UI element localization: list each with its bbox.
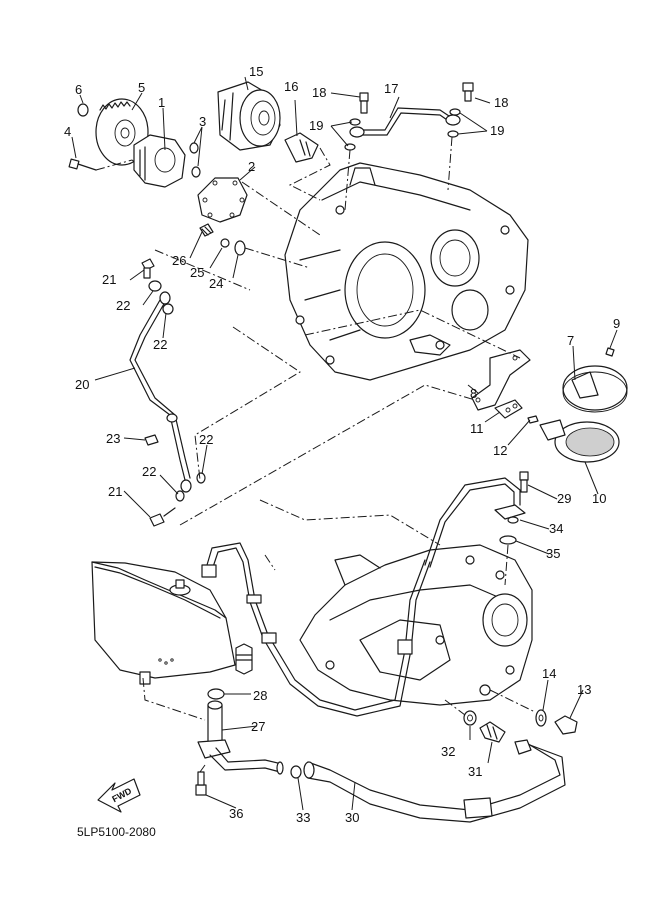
upper-crankcase [284,162,529,381]
callout-5: 5 [138,80,145,95]
callout-10: 10 [592,491,606,506]
callout-29: 29 [557,491,571,506]
oil-hose-30 [303,739,566,823]
callout-25: 25 [190,265,204,280]
lower-crankcase [299,544,533,706]
relief-valve-parts [199,223,246,256]
callout-4: 4 [64,124,71,139]
callout-13: 13 [577,682,591,697]
callout-labels: 1 2 3 4 5 6 7 8 9 10 11 12 13 14 15 16 1… [64,64,620,825]
oil-pump-group [68,98,201,188]
pipe-34-group [424,471,529,568]
diagram-code: 5LP5100-2080 [77,825,156,839]
callout-8: 8 [470,386,477,401]
pipe-joint-27-group [195,688,302,796]
oil-pipe-20-group [129,258,206,527]
callout-12: 12 [493,443,507,458]
callout-27: 27 [251,719,265,734]
callout-35: 35 [546,546,560,561]
callout-21-top: 21 [102,272,116,287]
callout-19-right: 19 [490,123,504,138]
callout-22-b: 22 [153,337,167,352]
callout-7: 7 [567,333,574,348]
callout-34: 34 [549,521,563,536]
callout-22-c: 22 [199,432,213,447]
callout-1: 1 [158,95,165,110]
circlip [77,103,89,117]
callout-32: 32 [441,744,455,759]
oil-pipe-17-group [344,82,474,151]
callout-9: 9 [613,316,620,331]
callout-14: 14 [542,666,556,681]
callout-2: 2 [248,159,255,174]
oil-filter [217,81,281,151]
tank-hose [201,542,431,717]
union-bolt-16 [284,132,319,163]
callout-18-left: 18 [312,85,326,100]
callout-33: 33 [296,810,310,825]
callout-17: 17 [384,81,398,96]
callout-22-a: 22 [116,298,130,313]
callout-36: 36 [229,806,243,821]
callout-18-right: 18 [494,95,508,110]
callout-11: 11 [470,421,484,436]
callout-23: 23 [106,431,120,446]
callout-22-d: 22 [142,464,156,479]
fwd-arrow: FWD [97,778,141,813]
callout-28: 28 [253,688,267,703]
callout-6: 6 [75,82,82,97]
callout-3: 3 [199,114,206,129]
callout-19-left: 19 [309,118,323,133]
callout-26: 26 [172,253,186,268]
gasket-2 [197,177,248,223]
strainer-group [471,347,628,463]
oil-pump-body [133,134,186,188]
callout-15: 15 [249,64,263,79]
oil-tank [91,561,253,685]
alignment-lines [142,136,536,773]
leader-lines [71,76,618,811]
callout-21-bottom: 21 [108,484,122,499]
callout-20: 20 [75,377,89,392]
drain-fittings [463,709,578,743]
callout-31: 31 [468,764,482,779]
callout-24: 24 [209,276,223,291]
callout-16: 16 [284,79,298,94]
callout-30: 30 [345,810,359,825]
